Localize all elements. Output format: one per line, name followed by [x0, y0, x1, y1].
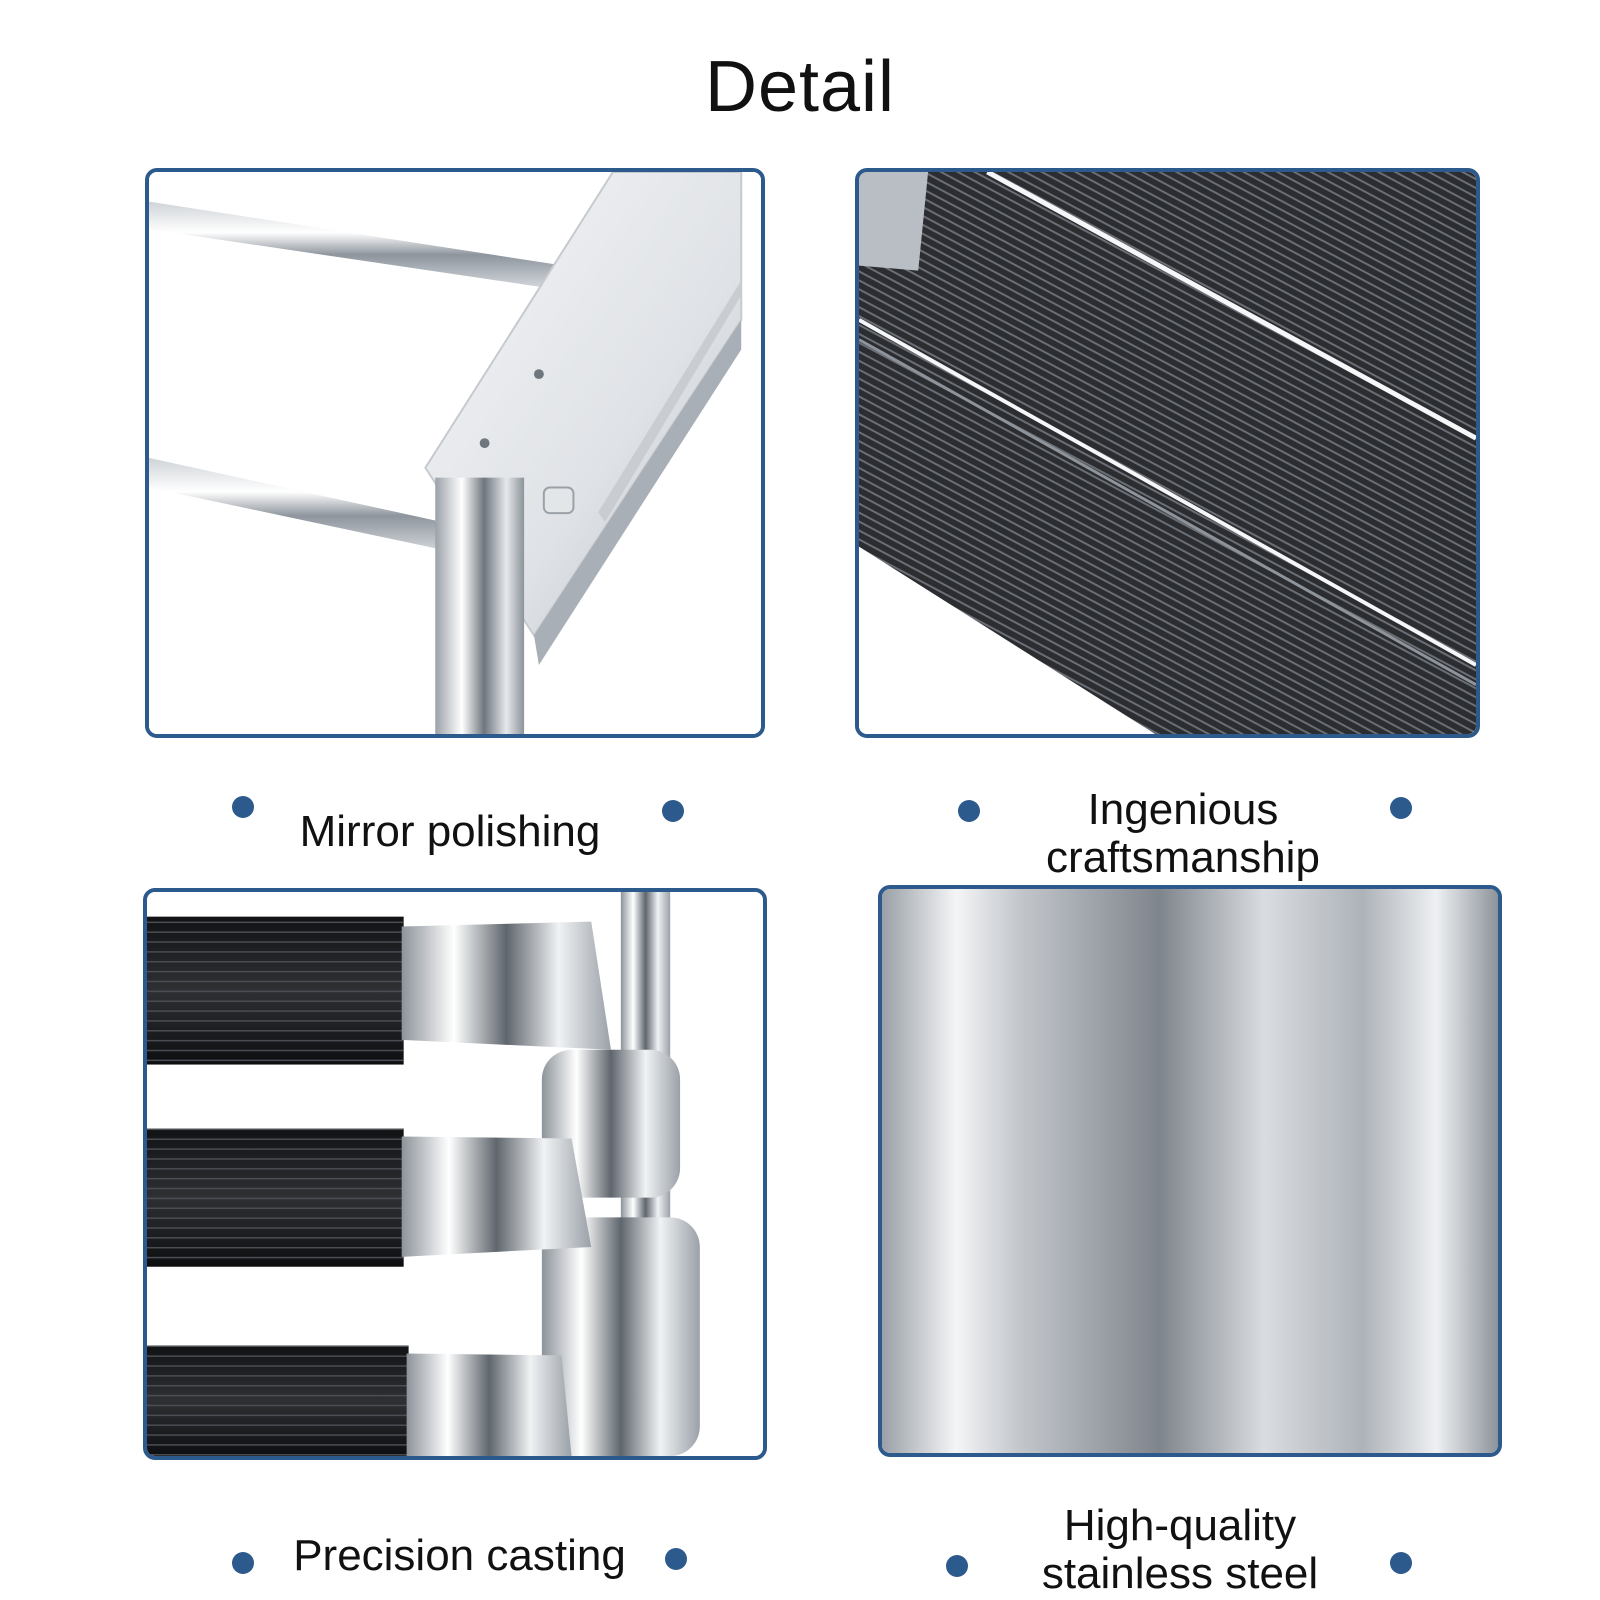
- bullet-dot-icon: [665, 1548, 687, 1570]
- feature-ingenious-line1: Ingenious: [1087, 785, 1279, 834]
- bullet-dot-icon: [662, 800, 684, 822]
- bullet-dot-icon: [958, 800, 980, 822]
- stainless-steel-photo: [878, 885, 1502, 1457]
- feature-precision-casting: Precision casting: [293, 1531, 626, 1580]
- feature-ingenious-line2: craftsmanship: [1046, 833, 1320, 882]
- feature-stainless-line2: stainless steel: [1041, 1549, 1319, 1598]
- mirror-polishing-photo: [145, 168, 765, 738]
- page-title: Detail: [704, 47, 896, 127]
- bullet-dot-icon: [232, 796, 254, 818]
- feature-mirror-polishing: Mirror polishing: [299, 807, 601, 856]
- bullet-dot-icon: [1390, 1552, 1412, 1574]
- ingenious-craftsmanship-photo: [855, 168, 1480, 738]
- feature-stainless-line1: High-quality: [1063, 1501, 1297, 1550]
- bullet-dot-icon: [232, 1552, 254, 1574]
- precision-casting-photo: [143, 888, 767, 1460]
- bullet-dot-icon: [946, 1555, 968, 1577]
- bullet-dot-icon: [1390, 797, 1412, 819]
